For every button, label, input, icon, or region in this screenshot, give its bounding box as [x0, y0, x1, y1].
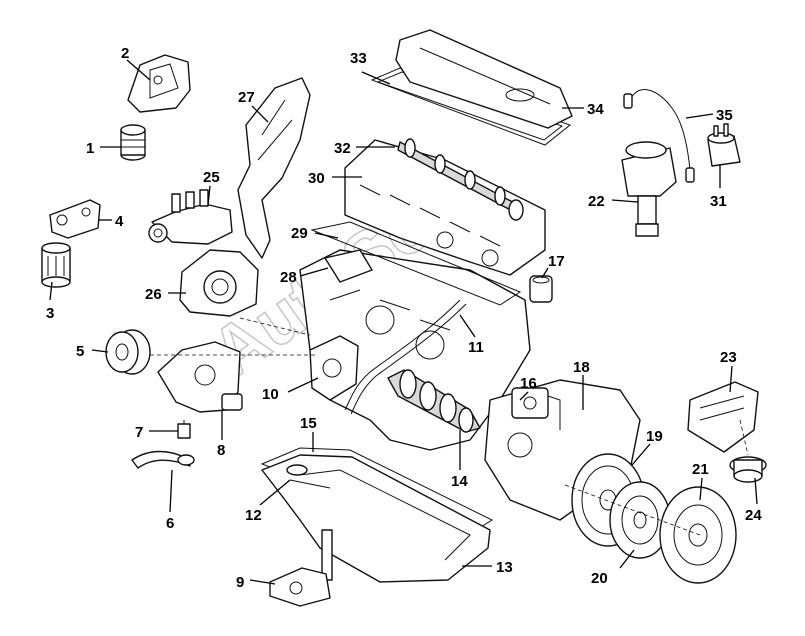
part-label-32: 32	[334, 140, 351, 157]
part-23-mount-bracket	[687, 381, 759, 453]
part-label-7: 7	[135, 424, 143, 441]
part-label-15: 15	[300, 415, 317, 432]
part-34-valve-cover	[395, 29, 573, 129]
part-label-31: 31	[710, 193, 727, 210]
part-7-temperature-sensor	[177, 420, 191, 439]
part-label-17: 17	[548, 253, 565, 270]
part-label-19: 19	[646, 428, 663, 445]
part-20-clutch-disc	[609, 481, 671, 559]
part-label-23: 23	[720, 349, 737, 366]
part-2-engine-mount-bracket	[127, 54, 191, 113]
part-11-dipstick-tube	[344, 299, 467, 415]
part-5-pulley	[105, 329, 151, 375]
part-label-35: 35	[716, 107, 733, 124]
part-21-pressure-plate	[659, 486, 737, 584]
part-label-26: 26	[145, 286, 162, 303]
part-label-29: 29	[291, 225, 308, 242]
part-label-34: 34	[587, 101, 604, 118]
part-label-1: 1	[86, 140, 94, 157]
part-13-oil-pan	[261, 454, 491, 583]
part-28-manifold-flange	[324, 249, 373, 283]
part-16-oil-seal-carrier	[511, 387, 549, 419]
part-35-ignition-lead	[623, 89, 695, 183]
part-label-28: 28	[280, 269, 297, 286]
part-label-12: 12	[245, 507, 262, 524]
part-label-10: 10	[262, 386, 279, 403]
part-1-rubber-mount	[120, 124, 146, 161]
part-label-8: 8	[217, 442, 225, 459]
part-32-camshaft	[397, 138, 524, 221]
part-33-valve-cover-gasket	[370, 67, 572, 146]
part-label-11: 11	[468, 339, 484, 356]
part-26-water-pump-housing	[179, 249, 259, 317]
assembly-axis-line	[564, 484, 701, 536]
part-25-thermostat-housing	[148, 189, 233, 245]
part-8-water-pump	[157, 341, 243, 413]
part-24-rubber-mount	[729, 456, 767, 483]
part-label-5: 5	[76, 343, 84, 360]
part-10-oil-pump	[309, 335, 359, 401]
part-label-22: 22	[588, 193, 605, 210]
part-label-4: 4	[115, 213, 124, 230]
part-9-oil-pickup	[269, 529, 333, 607]
part-12-oil-strainer	[286, 464, 331, 489]
assembly-axis-line	[239, 317, 311, 336]
part-label-30: 30	[308, 170, 325, 187]
part-27-timing-cover	[237, 77, 311, 259]
part-6-coolant-hose	[131, 450, 195, 469]
part-label-3: 3	[46, 305, 54, 322]
part-17-sensor	[529, 275, 553, 303]
part-label-14: 14	[451, 473, 468, 490]
part-31-distributor-cap	[707, 123, 741, 167]
part-4-oil-filter-housing	[49, 199, 101, 239]
part-label-20: 20	[591, 570, 608, 587]
part-label-21: 21	[692, 461, 709, 478]
part-label-24: 24	[745, 507, 762, 524]
part-label-16: 16	[520, 375, 537, 392]
part-label-18: 18	[573, 359, 590, 376]
part-label-2: 2	[121, 45, 129, 62]
assembly-axis-line	[739, 419, 749, 456]
part-label-13: 13	[496, 559, 513, 576]
part-22-distributor	[621, 141, 677, 237]
leader-lines	[49, 59, 758, 585]
part-label-27: 27	[238, 89, 255, 106]
part-label-9: 9	[236, 574, 244, 591]
part-29-head-gasket	[310, 221, 522, 306]
part-label-33: 33	[350, 50, 367, 67]
part-14-crankshaft	[387, 369, 481, 433]
part-label-6: 6	[166, 515, 174, 532]
part-3-oil-filter	[41, 242, 71, 288]
part-label-25: 25	[203, 169, 220, 186]
